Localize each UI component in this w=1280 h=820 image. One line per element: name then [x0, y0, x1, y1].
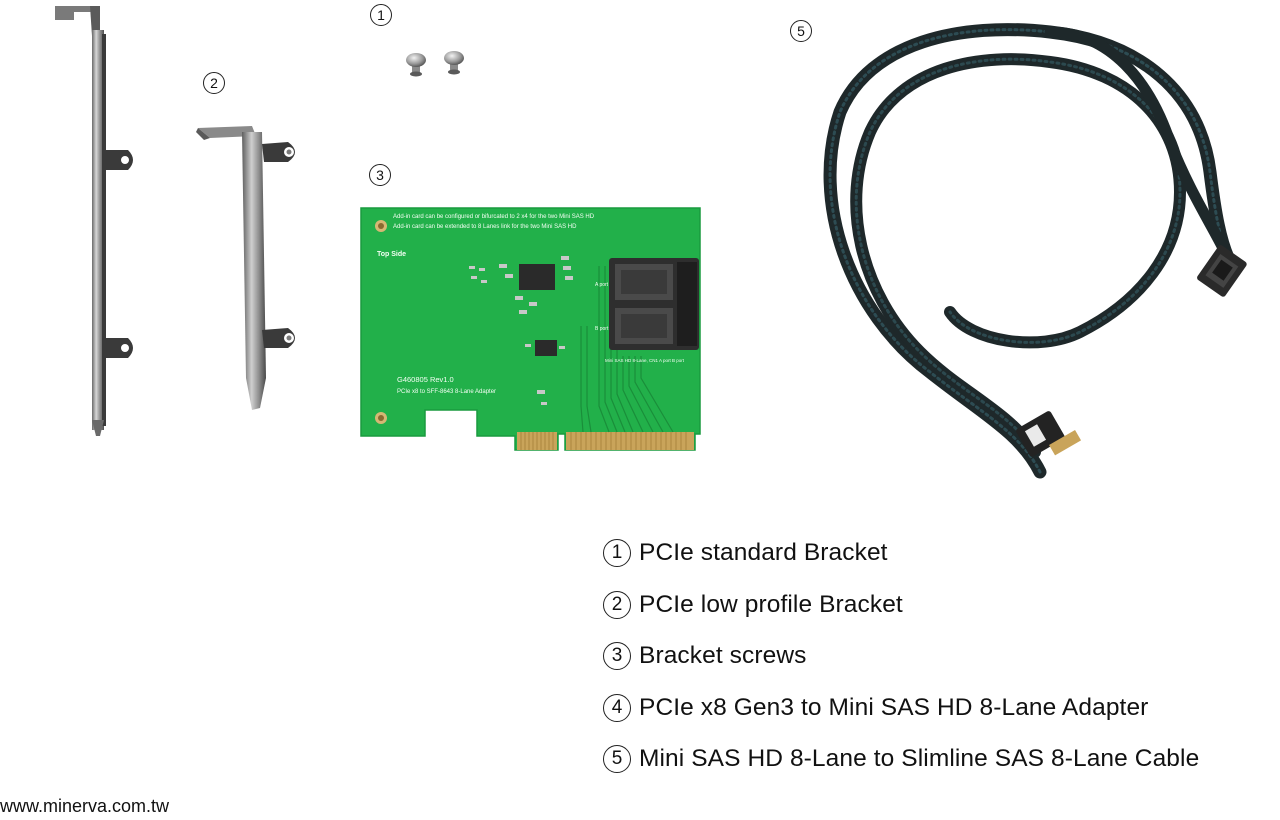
legend-item-2: 2 PCIe low profile Bracket	[603, 586, 1263, 624]
legend-item-1: 1 PCIe standard Bracket	[603, 534, 1263, 572]
pcb-a-port: A port	[595, 282, 609, 288]
mini-sas-hd-plug	[1197, 245, 1247, 297]
callout-2: 2	[203, 72, 225, 94]
parts-legend: 1 PCIe standard Bracket 2 PCIe low profi…	[603, 534, 1263, 792]
legend-item-3: 3 Bracket screws	[603, 637, 1263, 675]
legend-number-3: 3	[603, 642, 631, 670]
pcb-model: G460805 Rev1.0	[397, 375, 454, 384]
callout-1: 1	[370, 4, 392, 26]
callout-3-screws: 3	[369, 164, 391, 186]
gold-fingers	[517, 432, 694, 450]
pcb-note-2: Add-in card can be extended to 8 Lanes l…	[393, 224, 577, 230]
standard-bracket-image	[55, 6, 133, 436]
low-profile-bracket-image	[196, 126, 295, 410]
legend-label-1: PCIe standard Bracket	[639, 539, 888, 566]
website-url: www.minerva.com.tw	[0, 796, 170, 816]
legend-number-2: 2	[603, 590, 631, 619]
sas-cable-image	[823, 23, 1247, 479]
screw-right	[444, 51, 464, 75]
pcb-b-port: B port	[595, 326, 609, 332]
screw-left	[406, 53, 426, 77]
pcb-desc: PCIe x8 to SFF-8643 8-Lane Adapter	[397, 389, 496, 395]
legend-label-4: PCIe x8 Gen3 to Mini SAS HD 8-Lane Adapt…	[639, 693, 1149, 721]
legend-number-4: 4	[603, 693, 631, 722]
legend-label-5: Mini SAS HD 8-Lane to Slimline SAS 8-Lan…	[639, 745, 1200, 772]
legend-item-4: 4 PCIe x8 Gen3 to Mini SAS HD 8-Lane Ada…	[603, 689, 1263, 727]
legend-label-2: PCIe low profile Bracket	[639, 590, 903, 618]
bracket-screws-image	[406, 51, 464, 77]
mini-sas-hd-connectors	[609, 258, 699, 350]
adapter-card-image: Add-in card can be configured or bifurca…	[360, 207, 701, 451]
pcb-note-1: Add-in card can be configured or bifurca…	[393, 214, 595, 220]
pcb-side-label: Top Side	[377, 251, 406, 258]
callout-5-cable: 5	[790, 20, 812, 42]
legend-label-3: Bracket screws	[639, 642, 807, 669]
legend-item-5: 5 Mini SAS HD 8-Lane to Slimline SAS 8-L…	[603, 740, 1263, 778]
slimline-sas-plug	[1016, 411, 1082, 457]
legend-number-1: 1	[603, 539, 631, 567]
legend-number-5: 5	[603, 745, 631, 773]
pcb-connector-label: Mini SAS HD 8-Lane, CN1 A port B port	[605, 358, 685, 363]
